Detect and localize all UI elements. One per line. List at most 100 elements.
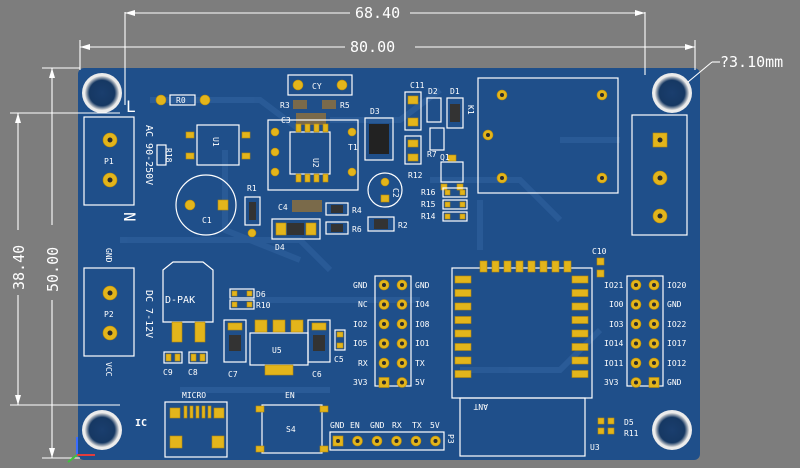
d1-ref: D1 — [450, 87, 460, 96]
resistor-r0: R0 — [155, 94, 211, 106]
pin-hole — [414, 439, 418, 443]
resistor-r4-r6: R4 R6 — [325, 202, 362, 235]
d3-ref: D3 — [370, 107, 380, 116]
header-bottom-p3: GND EN GND RX TX 5V P3 — [329, 421, 455, 451]
module-pad — [539, 260, 548, 273]
dc-gnd-label: GND — [104, 248, 113, 263]
c4-ref: C4 — [278, 203, 288, 212]
d6-ref: D6 — [256, 290, 266, 299]
c2-ref: C2 — [391, 188, 400, 198]
module-pad — [571, 316, 589, 324]
pin-hole — [634, 380, 638, 385]
capacitor-c2: C2 — [367, 172, 403, 208]
hl-l4: RX — [358, 359, 368, 368]
r12-ref: R12 — [408, 171, 423, 180]
module-pad — [515, 260, 524, 273]
d5-r11: D5 R11 — [597, 417, 639, 438]
hl-r4: TX — [415, 359, 425, 368]
header-right: IO21 IO0 IO3 IO14 IO11 3V3 IO20 GND IO22… — [604, 275, 686, 388]
c8-ref: C8 — [188, 368, 198, 377]
hr-r2: IO22 — [667, 320, 686, 329]
hl-l3: IO5 — [353, 339, 368, 348]
hr-l5: 3V3 — [604, 378, 619, 387]
dim-width-outer: 80.00 — [350, 38, 395, 56]
hr-l0: IO21 — [604, 281, 623, 290]
r3-ref: R3 — [280, 101, 290, 110]
hl-r2: IO8 — [415, 320, 430, 329]
bh-5: 5V — [430, 421, 440, 430]
cy-ref: CY — [312, 82, 322, 91]
dim-height-outer: 50.00 — [44, 247, 62, 292]
p3-ref: P3 — [446, 434, 455, 444]
u1-ref: U1 — [211, 137, 220, 147]
capacitor-c10: C10 — [592, 247, 607, 278]
pin-hole — [652, 361, 656, 365]
r14-ref: R14 — [421, 212, 436, 221]
capacitor-c6: C6 — [307, 319, 331, 379]
r16-ref: R16 — [421, 188, 436, 197]
hr-l2: IO3 — [609, 320, 624, 329]
pin-hole — [336, 439, 340, 443]
capacitor-c5: C5 — [334, 329, 346, 364]
c1-ref: C1 — [202, 216, 212, 225]
resistor-r18: R18 — [156, 144, 173, 166]
t1-ref: T1 — [348, 143, 358, 152]
pin-hole — [400, 361, 404, 365]
pin-hole — [634, 322, 638, 326]
hl-l0: GND — [353, 281, 368, 290]
r11-ref: R11 — [624, 429, 639, 438]
r1-ref: R1 — [247, 184, 257, 193]
dim-height-inner: 38.40 — [10, 245, 28, 290]
dc-vcc-label: VCC — [104, 362, 113, 377]
pin-hole — [400, 380, 404, 385]
module-pad — [491, 260, 500, 273]
u2-ref: U2 — [311, 158, 320, 168]
hr-r5: GND — [667, 378, 682, 387]
capacitor-c1: C1 — [175, 174, 237, 236]
u3-ref: U3 — [590, 443, 600, 452]
pin-hole — [652, 302, 656, 307]
module-pad — [527, 260, 536, 273]
module-pad — [571, 329, 589, 338]
pin-hole — [400, 322, 404, 326]
header-left: GND NC IO2 IO5 RX 3V3 GND IO4 IO8 IO1 TX… — [353, 275, 430, 388]
header-right-pins — [630, 279, 660, 388]
p2-ref: P2 — [104, 310, 114, 319]
resistor-r1: R1 — [244, 184, 261, 238]
module-pad — [551, 260, 560, 273]
u3-pads — [454, 260, 589, 378]
bh-0: GND — [330, 421, 345, 430]
module-pad — [571, 289, 589, 297]
pin-hole — [634, 341, 638, 346]
ic-label: IC — [135, 418, 147, 429]
bh-2: GND — [370, 421, 385, 430]
c7-ref: C7 — [228, 370, 238, 379]
terminal-block-p2: P2 — [83, 267, 135, 357]
hr-r0: IO20 — [667, 281, 686, 290]
r7-ref: R7 — [427, 150, 437, 159]
module-pad — [454, 302, 472, 311]
diode-d4: D4 — [271, 218, 321, 252]
p1-ref: P1 — [104, 157, 114, 166]
hl-l2: IO2 — [353, 320, 368, 329]
capacitor-cy: CY — [287, 74, 353, 96]
axis-gizmo — [67, 437, 95, 463]
pin-hole — [375, 439, 379, 443]
hl-r0: GND — [415, 281, 430, 290]
hr-r3: IO17 — [667, 339, 686, 348]
module-pad — [571, 356, 589, 365]
pin-hole — [634, 361, 638, 365]
pin-hole — [652, 322, 656, 326]
bh-1: EN — [350, 421, 360, 430]
hr-l4: IO11 — [604, 359, 623, 368]
r5-ref: R5 — [340, 101, 350, 110]
r15-ref: R15 — [421, 200, 436, 209]
module-pad — [571, 343, 589, 351]
pin-hole — [652, 283, 656, 287]
dc-voltage-label: DC 7-12V — [143, 290, 154, 338]
capacitor-c7: C7 — [223, 319, 247, 379]
module-pad — [563, 260, 572, 273]
wifi-module-u3: ANT U3 — [451, 260, 600, 457]
pin-hole — [355, 439, 360, 443]
